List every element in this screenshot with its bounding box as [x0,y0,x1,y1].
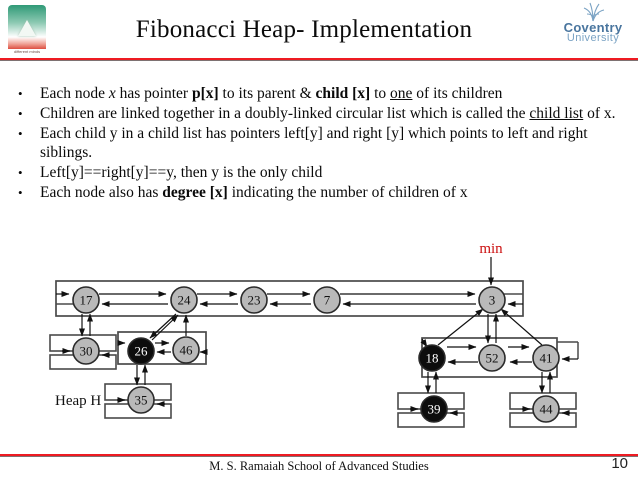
heap-node [313,286,341,314]
heap-node-value: 44 [540,402,554,417]
phoenix-icon [583,2,605,22]
logo-tagline: different minds [13,49,41,54]
bullet-marker: • [18,106,23,121]
pointer-arrow [420,338,428,348]
self-loop-rect [104,383,172,401]
heap-node [127,337,155,365]
heap-node-value: 3 [489,293,496,308]
pointer-arrow [437,308,484,346]
heap-node [170,286,198,314]
pointer-arrow [500,308,543,346]
logo-mountain-icon [8,5,46,37]
heap-node [420,395,448,423]
circular-list-rect [421,337,558,378]
slide-title: Fibonacci Heap- Implementation [135,16,473,43]
pointer-arrow [151,314,179,341]
heap-node-value: 17 [80,293,94,308]
header-rule [0,58,638,60]
heap-node-value: 46 [180,343,194,358]
bullet-text: Each child y in a child list has pointer… [40,125,588,161]
circular-list-rect [117,331,207,365]
bullet-item: • Each node x has pointer p[x] to its par… [18,84,620,103]
heap-node-value: 7 [324,293,331,308]
self-loop-rect [397,392,465,410]
coventry-word: Coventry [563,20,623,35]
self-loop-rect [397,412,465,428]
page-number: 10 [611,455,628,472]
heap-node-value: 23 [248,293,261,308]
self-loop-rect [49,354,117,370]
heap-node-value: 18 [426,351,439,366]
bullet-marker: • [18,185,23,200]
pointer-arrow [149,313,177,339]
heap-node [240,286,268,314]
bullet-text: Children are linked together in a doubly… [40,105,616,122]
heap-node [532,344,560,372]
university-word: University [566,32,620,44]
heap-node [478,286,506,314]
bullet-marker: • [18,126,23,141]
heap-node [478,344,506,372]
heap-node-value: 52 [486,351,499,366]
heap-node [172,336,200,364]
heap-node-value: 26 [135,344,149,359]
heap-node-value: 39 [428,402,441,417]
self-loop-rect [509,392,577,410]
bullet-item: • Each node also has degree [x] indicatin… [18,183,620,202]
footer-rule-shadow [0,456,638,457]
bullet-text: Each node also has degree [x] indicating… [40,184,468,201]
footer-rule [0,454,638,456]
bullet-item: • Children are linked together in a doubl… [18,104,620,123]
bullet-marker: • [18,165,23,180]
self-loop-rect [104,403,172,419]
heap-node-value: 35 [135,393,148,408]
bullet-item: • Left[y]==right[y]==y, then y is the onl… [18,163,620,182]
coventry-logo: Coventry University [554,2,632,44]
heap-name-label: Heap H [55,393,101,409]
min-pointer-label: min [479,241,503,257]
bullet-text: Each node x has pointer p[x] to its pare… [40,85,503,102]
self-loop-rect [49,334,117,352]
self-loop-rect [509,412,577,428]
heap-node-value: 24 [178,293,192,308]
heap-node [532,395,560,423]
bullet-list: • Each node x has pointer p[x] to its par… [18,84,620,203]
bullet-item: • Each child y in a child list has pointe… [18,124,620,162]
heap-node [418,344,446,372]
heap-node-value: 30 [80,344,93,359]
heap-node [127,386,155,414]
logo-band [8,37,46,49]
bullet-marker: • [18,86,23,101]
footer-school-name: M. S. Ramaiah School of Advanced Studies [209,459,429,473]
header-rule-shadow [0,60,638,61]
heap-node-value: 41 [540,351,553,366]
circular-list-rect [55,280,524,317]
school-logo: different minds [7,5,47,59]
heap-node [72,337,100,365]
heap-node [72,286,100,314]
bullet-text: Left[y]==right[y]==y, then y is the only… [40,164,323,181]
